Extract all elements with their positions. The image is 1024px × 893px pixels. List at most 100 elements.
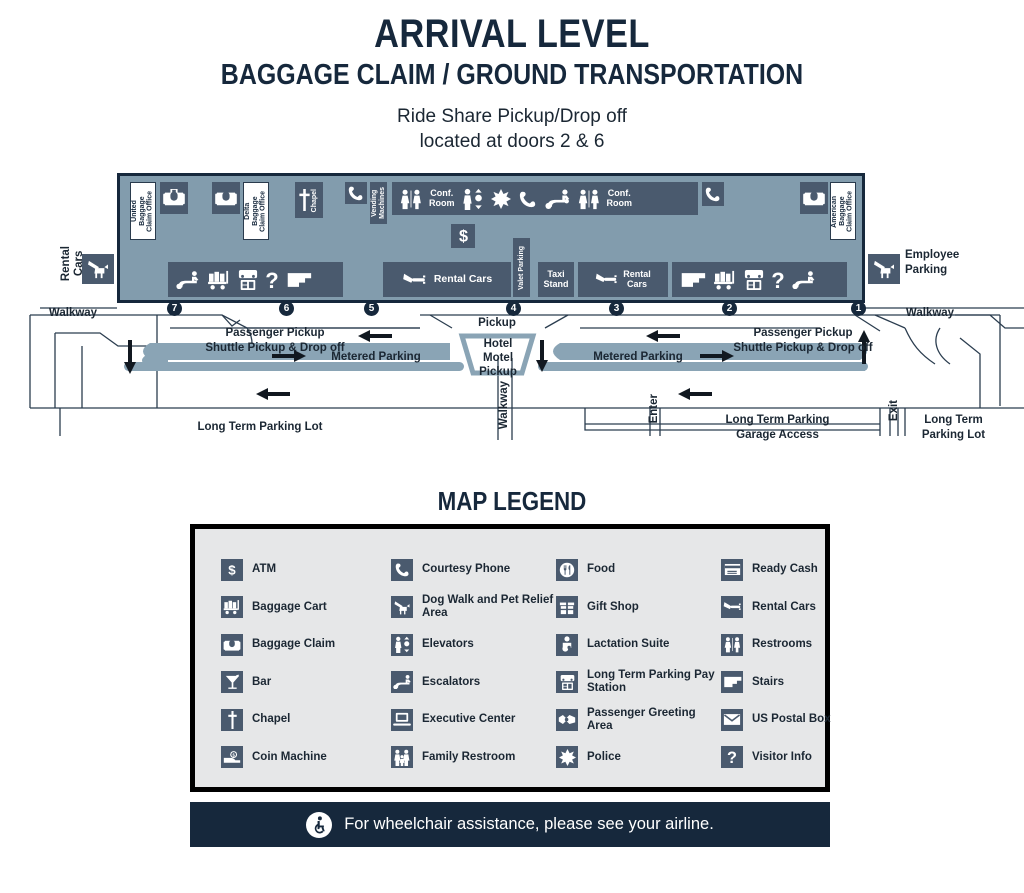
door-6[interactable]: 6 bbox=[279, 301, 294, 317]
svg-text:$: $ bbox=[228, 563, 236, 578]
valet-parking-label: Valet Parking bbox=[517, 245, 525, 290]
legend-item-passenger-greeting-area[interactable]: Passenger Greeting Area bbox=[556, 701, 721, 739]
dog-walk-icon bbox=[86, 259, 110, 279]
legend-label: Elevators bbox=[422, 638, 474, 651]
legend-item-baggage-claim[interactable]: Baggage Claim bbox=[221, 626, 391, 664]
escalators-icon bbox=[544, 189, 571, 209]
baggage-claim-icon-united[interactable] bbox=[160, 182, 188, 215]
valet-parking-marker[interactable]: Valet Parking bbox=[513, 238, 530, 298]
legend-label: Chapel bbox=[252, 713, 291, 726]
visitor-info-icon: ? bbox=[771, 269, 785, 291]
rental-cars-left-marker[interactable]: Rental Cars bbox=[383, 262, 511, 298]
center-amenities-strip: Conf.Room bbox=[392, 182, 698, 216]
visitor-info-icon: ? bbox=[265, 269, 279, 291]
bar-icon bbox=[221, 671, 243, 694]
restrooms-icon bbox=[578, 188, 600, 210]
door-4[interactable]: 4 bbox=[506, 301, 521, 317]
legend-item-long-term-parking-pay-station[interactable]: Long Term Parking Pay Station bbox=[556, 664, 721, 702]
legend-item-baggage-cart[interactable]: Baggage Cart bbox=[221, 589, 391, 627]
legend-label: Family Restroom bbox=[422, 750, 516, 763]
legend-label: Passenger Greeting Area bbox=[587, 706, 696, 732]
legend-item-stairs[interactable]: Stairs bbox=[721, 664, 846, 702]
legend-item-courtesy-phone[interactable]: Courtesy Phone bbox=[391, 551, 556, 589]
legend-item-police[interactable]: Police bbox=[556, 739, 721, 777]
legend-item-ready-cash[interactable]: Ready Cash bbox=[721, 551, 846, 589]
long-term-parking-pay-station-icon bbox=[744, 269, 764, 291]
elevators-icon bbox=[391, 633, 413, 656]
baggage-claim-icon-american[interactable] bbox=[800, 182, 828, 215]
legend-item-gift-shop[interactable]: Gift Shop bbox=[556, 589, 721, 627]
legend-label: Gift Shop bbox=[587, 600, 639, 613]
courtesy-phone-marker-right[interactable] bbox=[702, 182, 724, 207]
chapel-icon bbox=[221, 708, 243, 731]
legend-label: US Postal Box bbox=[752, 713, 831, 726]
legend-item-visitor-info[interactable]: ? Visitor Info bbox=[721, 739, 846, 777]
courtesy-phone-icon bbox=[348, 185, 364, 201]
legend-item-chapel[interactable]: Chapel bbox=[221, 701, 391, 739]
atm-icon: $ bbox=[221, 558, 243, 581]
legend-item-restrooms[interactable]: Restrooms bbox=[721, 626, 846, 664]
baggage-cart-icon bbox=[207, 270, 231, 290]
legend-label: Escalators bbox=[422, 675, 481, 688]
courtesy-phone-icon bbox=[518, 190, 538, 208]
dog-walk-marker-left[interactable] bbox=[82, 254, 114, 285]
legend-item-escalators[interactable]: Escalators bbox=[391, 664, 556, 702]
map-legend: $ ATM Courtesy Phone Food Ready Cash bbox=[190, 524, 831, 792]
door-1[interactable]: 1 bbox=[851, 301, 866, 317]
courtesy-phone-marker-left[interactable] bbox=[345, 182, 367, 205]
dog-walk-marker-right[interactable] bbox=[868, 254, 900, 285]
door-7[interactable]: 7 bbox=[167, 301, 182, 317]
legend-item-executive-center[interactable]: Executive Center bbox=[391, 701, 556, 739]
legend-grid: $ ATM Courtesy Phone Food Ready Cash bbox=[195, 529, 831, 777]
door-3[interactable]: 3 bbox=[609, 301, 624, 317]
dog-walk-icon bbox=[872, 259, 896, 279]
legend-label: Ready Cash bbox=[752, 563, 818, 576]
baggage-claim-icon bbox=[215, 189, 237, 207]
rental-cars-icon bbox=[721, 596, 743, 619]
legend-item-food[interactable]: Food bbox=[556, 551, 721, 589]
legend-item-family-restroom[interactable]: Family Restroom bbox=[391, 739, 556, 777]
atm-marker[interactable]: $ bbox=[451, 224, 475, 249]
legend-item-dog-walk[interactable]: Dog Walk and Pet Relief Area bbox=[391, 589, 556, 627]
baggage-claim-icon-delta[interactable] bbox=[212, 182, 240, 215]
door-2[interactable]: 2 bbox=[722, 301, 737, 317]
ready-cash-icon bbox=[721, 558, 743, 581]
long-term-parking-lot-left-label: Long Term Parking Lot bbox=[197, 421, 323, 434]
lower-services-strip-left: ? bbox=[168, 262, 343, 298]
chapel-marker[interactable]: Chapel bbox=[295, 182, 323, 219]
rental-cars-icon bbox=[402, 271, 426, 289]
gift-shop-icon bbox=[556, 596, 578, 619]
legend-item-us-postal-box[interactable]: US Postal Box bbox=[721, 701, 846, 739]
baggage-cart-icon bbox=[713, 270, 737, 290]
legend-title: MAP LEGEND bbox=[437, 486, 587, 517]
legend-item-atm[interactable]: $ ATM bbox=[221, 551, 391, 589]
rental-cars-left-label: Rental Cars bbox=[433, 272, 493, 285]
legend-item-elevators[interactable]: Elevators bbox=[391, 626, 556, 664]
chapel-label: Chapel bbox=[311, 188, 319, 212]
stairs-icon bbox=[286, 271, 312, 289]
legend-label: Long Term Parking Pay Station bbox=[587, 669, 715, 695]
legend-item-lactation-suite[interactable]: Lactation Suite bbox=[556, 626, 721, 664]
legend-item-rental-cars[interactable]: Rental Cars bbox=[721, 589, 846, 627]
legend-item-bar[interactable]: Bar bbox=[221, 664, 391, 702]
lactation-suite-icon bbox=[556, 633, 578, 656]
legend-item-coin-machine[interactable]: $ Coin Machine bbox=[221, 739, 391, 777]
pickup-label: Pickup bbox=[478, 317, 516, 330]
door-5[interactable]: 5 bbox=[364, 301, 379, 317]
food-icon bbox=[556, 558, 578, 581]
metered-parking-band-right bbox=[538, 362, 868, 372]
legend-label: Executive Center bbox=[422, 713, 516, 726]
legend-label: Rental Cars bbox=[752, 600, 816, 613]
